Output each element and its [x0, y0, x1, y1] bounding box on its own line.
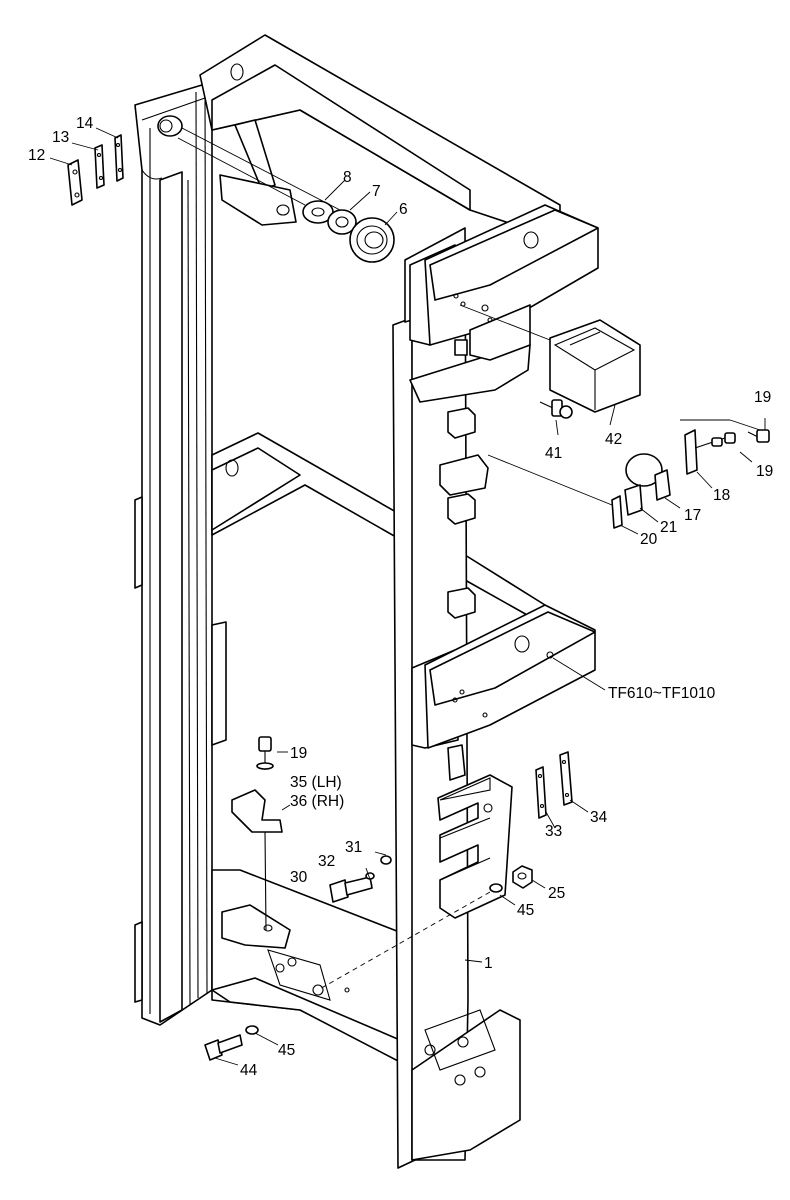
- callout-35: 35 (LH): [290, 774, 342, 791]
- clamp-plate-21: [624, 484, 643, 516]
- clamp-17: [654, 469, 671, 501]
- shim-plate-33: [535, 766, 547, 819]
- hose-clamp-assembly: [611, 429, 770, 529]
- callout-34: 34: [590, 809, 608, 826]
- callout-17: 17: [684, 507, 701, 524]
- callout-labels: 12 13 14 8 7 6 41 42 19 19 18 17 21 20 T…: [28, 115, 773, 1079]
- callout-19-right: 19: [756, 463, 773, 480]
- top-roller-block: [409, 204, 599, 403]
- bottom-left-bracket: [221, 904, 291, 949]
- callout-model-range: TF610~TF1010: [608, 685, 716, 702]
- rail-pads: [439, 407, 489, 781]
- callout-13: 13: [52, 129, 69, 146]
- callout-14: 14: [76, 115, 94, 132]
- shim-plates-12-13-14: [67, 134, 124, 206]
- bolt-44: [204, 1034, 243, 1061]
- callout-19-lower: 19: [290, 745, 307, 762]
- callout-41: 41: [545, 445, 562, 462]
- washer-45-lower: [245, 1025, 259, 1035]
- callout-42: 42: [605, 431, 622, 448]
- washer-45-upper: [489, 883, 503, 893]
- callout-30: 30: [290, 869, 308, 886]
- callout-18: 18: [713, 487, 730, 504]
- callout-44: 44: [240, 1062, 258, 1079]
- middle-roller-block: [411, 604, 596, 749]
- callout-33: 33: [545, 823, 562, 840]
- nut-25: [512, 865, 533, 889]
- switch-bracket-35-36: [231, 736, 283, 931]
- callout-21: 21: [660, 519, 677, 536]
- callout-8: 8: [343, 169, 352, 186]
- cover-42: [549, 319, 641, 413]
- roller-shaft-assembly: [157, 115, 395, 263]
- callout-36: 36 (RH): [290, 793, 344, 810]
- callout-32: 32: [318, 853, 335, 870]
- bolt-30: [329, 855, 392, 903]
- callout-20: 20: [640, 531, 658, 548]
- bracket-18: [684, 429, 698, 475]
- callout-6: 6: [399, 201, 408, 218]
- top-crossmember: [199, 34, 561, 241]
- left-mast-rail: [134, 81, 213, 1026]
- bracket-20: [611, 495, 623, 529]
- callout-45-upper: 45: [517, 902, 534, 919]
- callout-31: 31: [345, 839, 362, 856]
- shim-plate-34: [559, 751, 573, 806]
- top-bracket-hole: [230, 63, 244, 81]
- u-block: [437, 774, 513, 919]
- leader-lines: [49, 127, 766, 1066]
- callout-7: 7: [372, 183, 381, 200]
- washer-7: [327, 209, 357, 235]
- callout-1: 1: [484, 955, 493, 972]
- right-rail-foot: [411, 1009, 521, 1161]
- middle-crossmember: [134, 432, 546, 746]
- callout-19-top: 19: [754, 389, 771, 406]
- callout-25: 25: [548, 885, 565, 902]
- callout-12: 12: [28, 147, 45, 164]
- bearing-roller-6: [349, 217, 395, 263]
- bolt-41: [539, 399, 573, 419]
- washer-31: [380, 855, 392, 865]
- callout-45-lower: 45: [278, 1042, 295, 1059]
